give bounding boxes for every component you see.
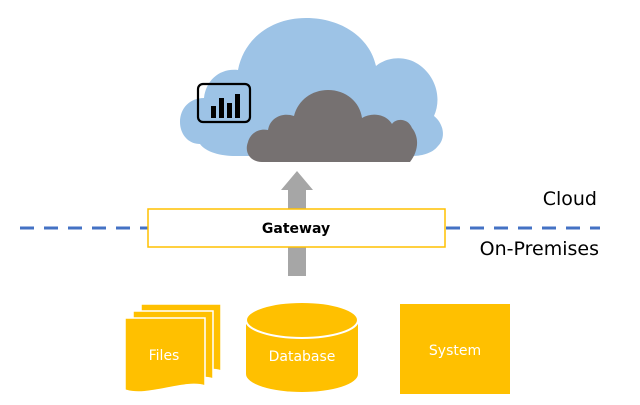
database-node: Database [245, 301, 359, 392]
system-box [400, 304, 510, 394]
cloud-zone-label: Cloud [543, 188, 597, 210]
system-label: System [429, 343, 481, 359]
document-icon [124, 303, 222, 393]
files-node: Files [124, 303, 222, 393]
power-bi-icon [196, 82, 252, 124]
gateway-node: Gateway [147, 208, 446, 248]
on-premises-zone-label: On-Premises [480, 238, 599, 260]
dark-cloud-icon [246, 90, 418, 162]
database-label: Database [269, 349, 336, 365]
gateway-label: Gateway [262, 221, 330, 237]
database-icon [245, 301, 359, 392]
system-node: System [400, 304, 510, 394]
files-label: Files [149, 348, 180, 364]
